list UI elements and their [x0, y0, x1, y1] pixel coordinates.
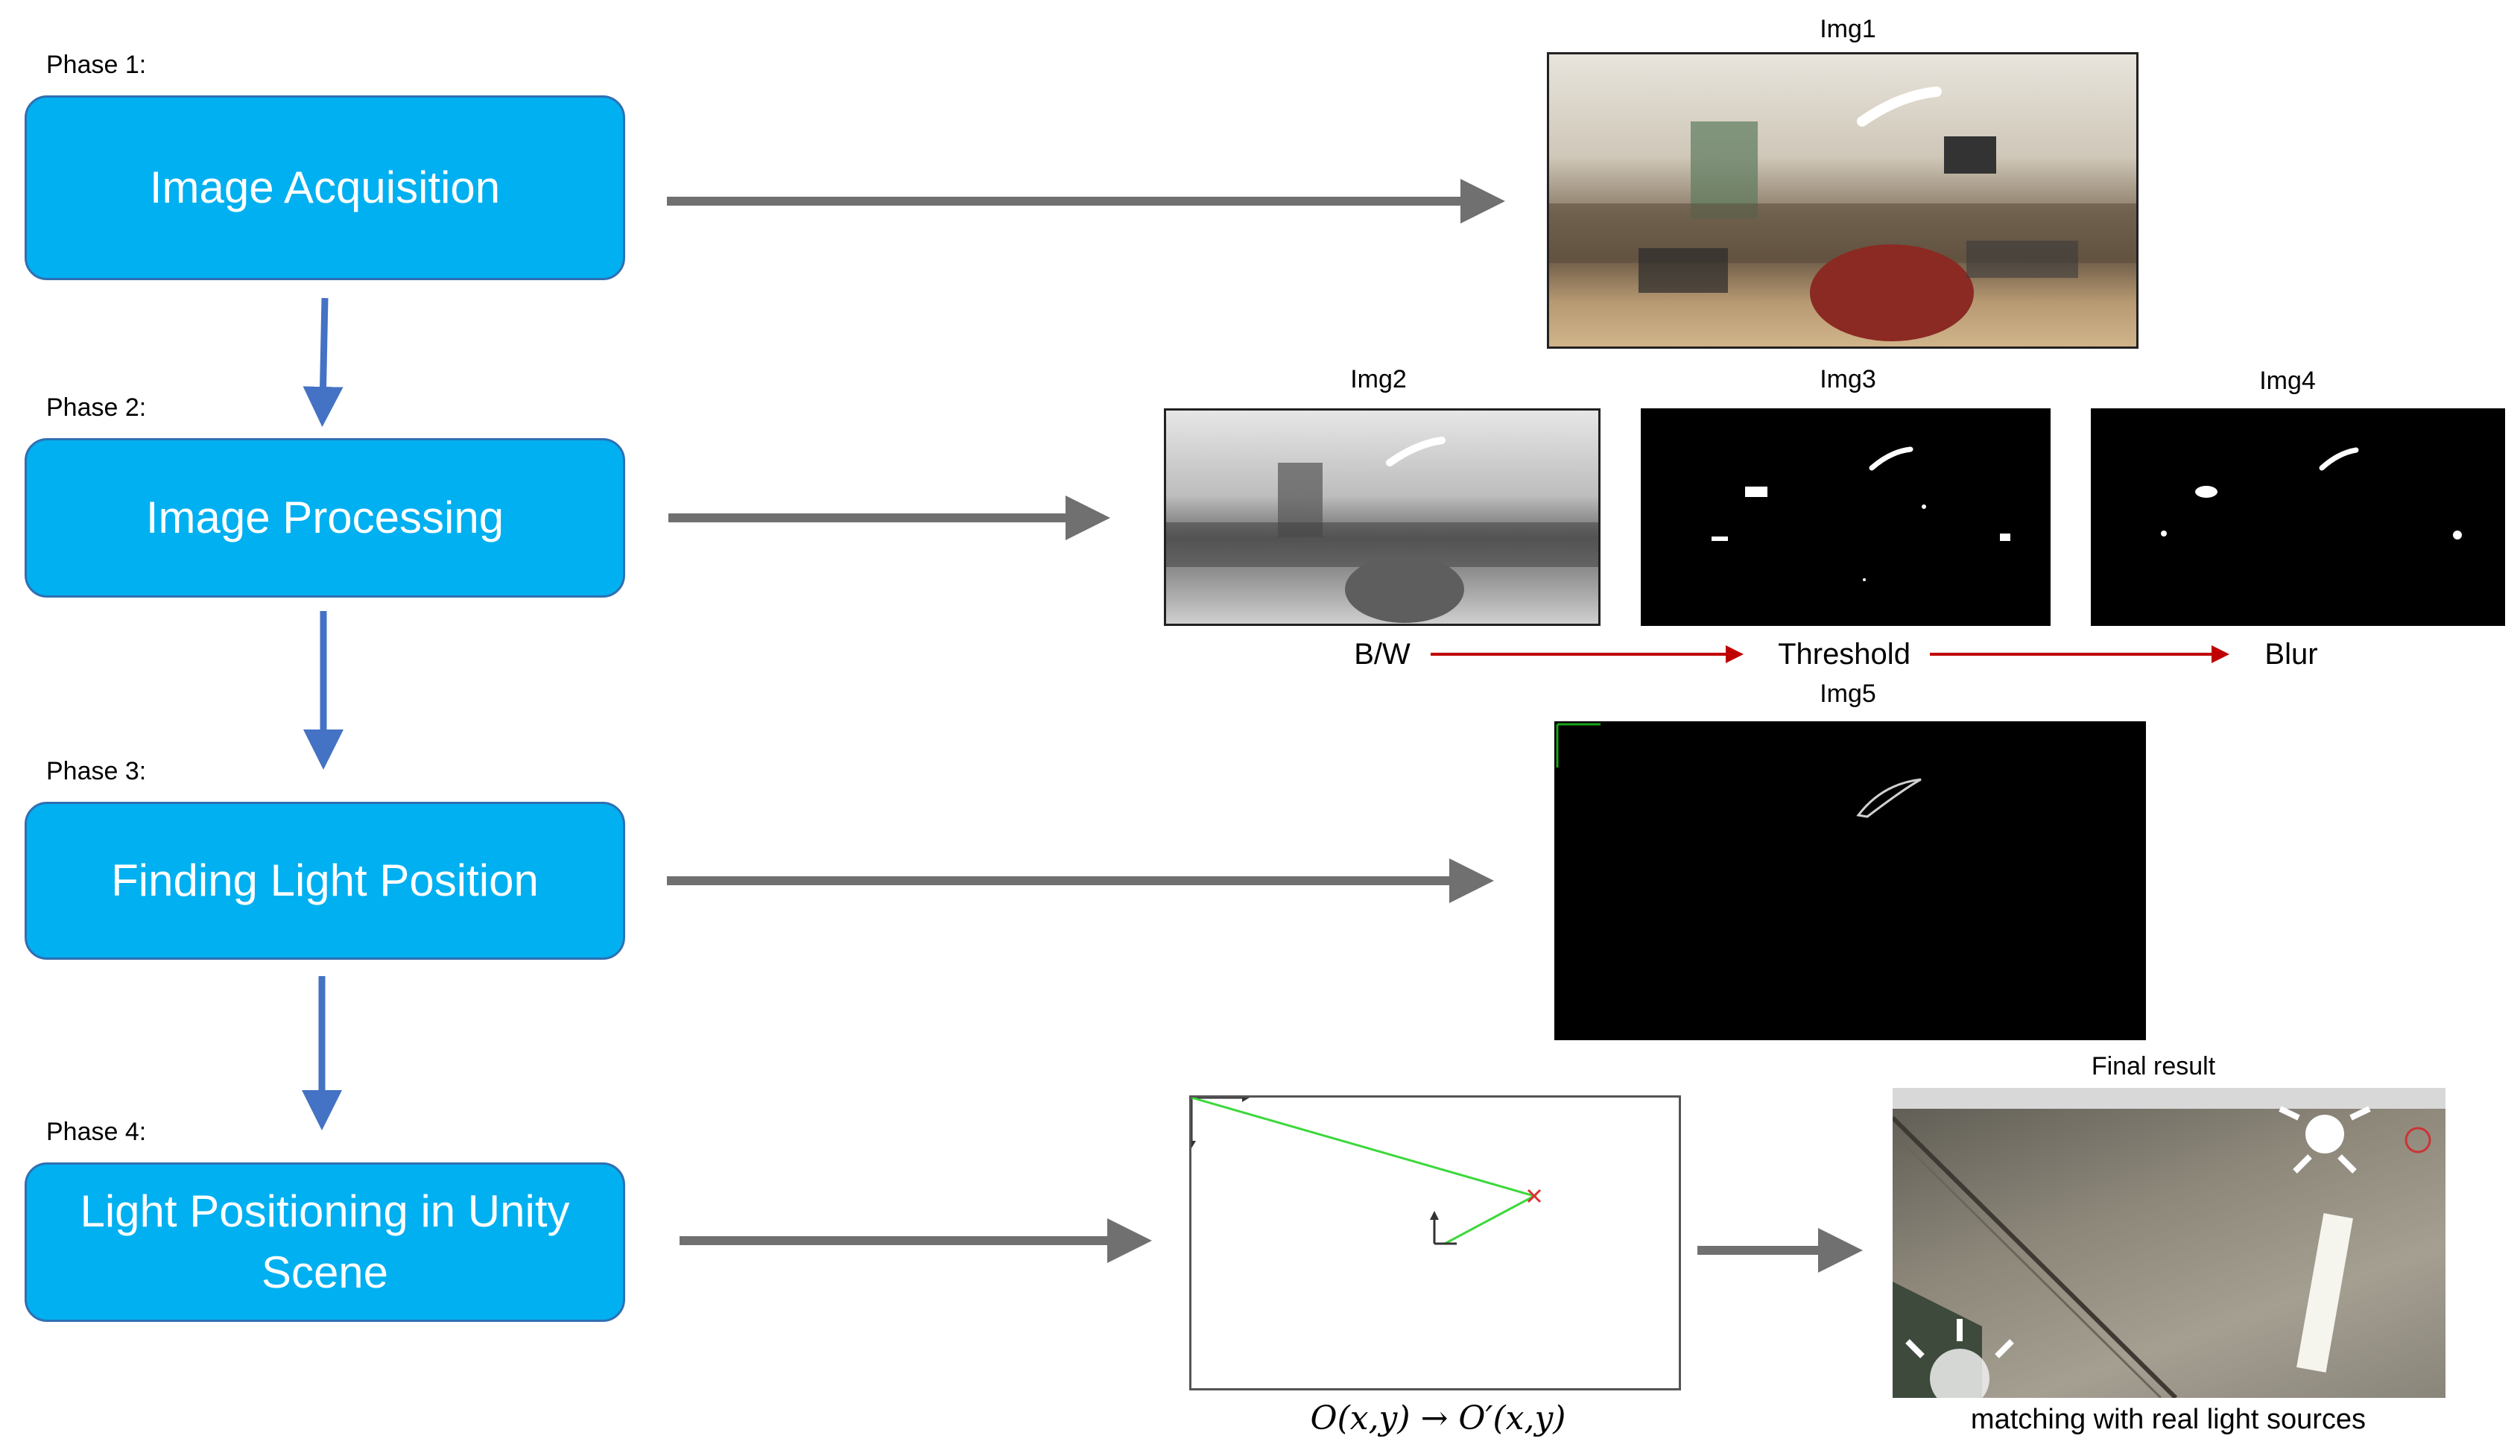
transform-caption: O(x,y) → O′(x,y) — [1310, 1399, 1566, 1437]
final-result-image — [1893, 1088, 2445, 1398]
final-result-caption: matching with real light sources — [1970, 1404, 2367, 1435]
img2-scene — [1166, 437, 1598, 623]
final-result-label: Final result — [2091, 1052, 2216, 1080]
step-blur-label: Blur — [2264, 638, 2318, 671]
img5-scene — [1556, 723, 1922, 818]
img1-panorama — [1547, 52, 2138, 349]
phase-3-label: Phase 3: — [46, 757, 147, 785]
transform-diagram — [1189, 1095, 1681, 1390]
phase-1-label: Phase 1: — [46, 51, 147, 79]
img4-blur — [2091, 408, 2505, 626]
img3-label: Img3 — [1820, 365, 1876, 393]
img5-light-contour — [1554, 721, 2146, 1040]
img5-label: Img5 — [1820, 680, 1876, 708]
step-bw-label: B/W — [1354, 638, 1411, 671]
transform-plot — [1191, 1098, 1542, 1245]
phase-2-label: Phase 2: — [46, 393, 147, 422]
img3-threshold — [1641, 408, 2051, 626]
img4-scene — [2161, 447, 2462, 539]
phase-2-title: Image Processing — [145, 493, 504, 542]
img1-label: Img1 — [1820, 15, 1876, 43]
img1-scene — [1549, 86, 2136, 341]
phase-1-title: Image Acquisition — [149, 162, 501, 212]
phase-4-label: Phase 4: — [46, 1118, 147, 1146]
phase-2-box: Image Processing — [25, 438, 625, 598]
img2-label: Img2 — [1350, 365, 1407, 393]
down-arrow-1 — [303, 297, 344, 427]
phase-4-box: Light Positioning in Unity Scene — [25, 1162, 625, 1322]
phase-3-box: Finding Light Position — [25, 802, 625, 960]
phase-4-title: Light Positioning in Unity Scene — [80, 1186, 570, 1297]
step-threshold-label: Threshold — [1778, 638, 1910, 671]
img2-grayscale — [1164, 408, 1601, 626]
img4-label: Img4 — [2259, 367, 2316, 395]
phase-1-box: Image Acquisition — [25, 95, 625, 280]
img3-scene — [1712, 446, 2010, 581]
phase-3-title: Finding Light Position — [111, 855, 539, 905]
final-result-scene — [1893, 1088, 2445, 1398]
